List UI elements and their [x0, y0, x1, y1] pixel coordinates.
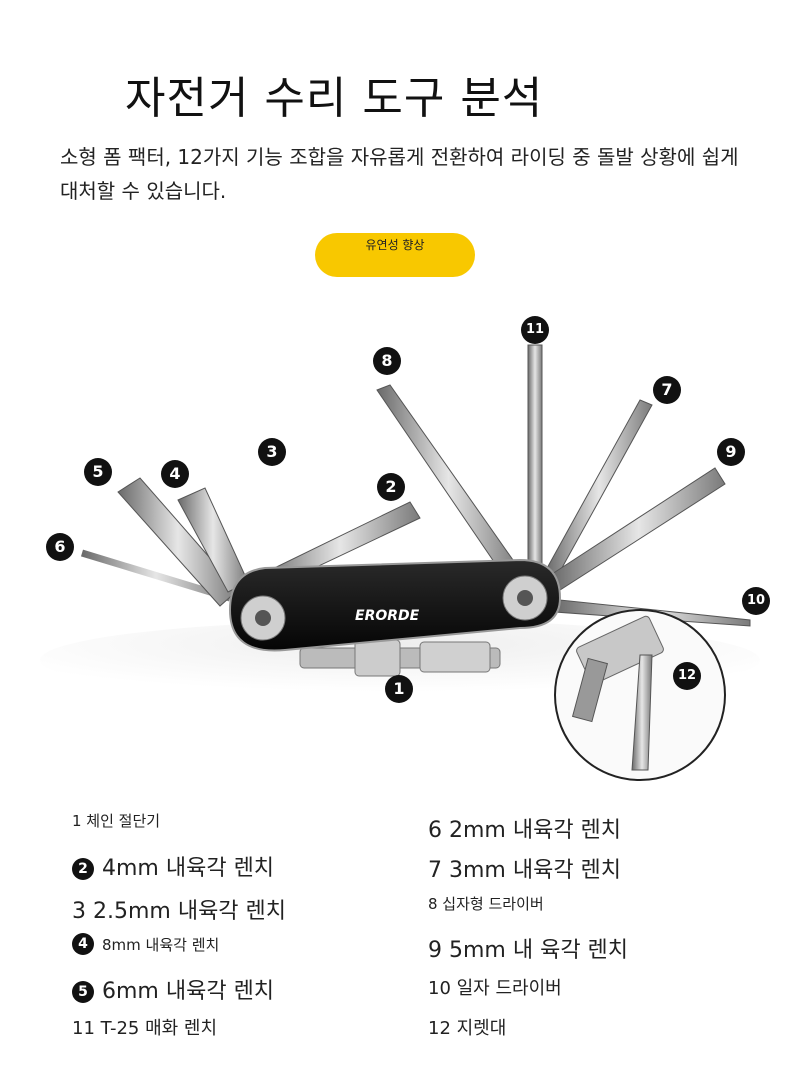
brand-label: ERORDE [355, 608, 420, 624]
legend-item-3: 3 2.5mm 내육각 렌치 [72, 899, 287, 924]
callout-5: 5 [84, 458, 112, 486]
tool-11 [527, 344, 543, 566]
legend-item-7: 7 3mm 내육각 렌치 [428, 858, 622, 883]
callout-4: 4 [161, 460, 189, 488]
legend-item-12: 12 지렛대 [428, 1018, 507, 1039]
legend-item-9: 9 5mm 내 육각 렌치 [428, 938, 629, 963]
page-title: 자전거 수리 도구 분석 [125, 73, 544, 124]
callout-10: 10 [742, 587, 770, 615]
zoom-detail [554, 609, 726, 781]
callout-6: 6 [46, 533, 74, 561]
callout-7: 7 [653, 376, 681, 404]
callout-2: 2 [377, 473, 405, 501]
tool-6 [80, 549, 232, 602]
chain-breaker [299, 639, 501, 677]
flexibility-badge: 유연성 향상 [315, 233, 475, 277]
legend-item-8: 8 십자형 드라이버 [428, 895, 544, 913]
callout-8: 8 [373, 347, 401, 375]
callout-12: 12 [673, 662, 701, 690]
callout-9: 9 [717, 438, 745, 466]
tool-body [228, 558, 562, 652]
legend-item-1: 1 체인 절단기 [72, 812, 161, 830]
legend-item-6: 6 2mm 내육각 렌치 [428, 818, 622, 843]
multitool-illustration: ERORDE [40, 344, 760, 781]
legend-item-11: 11 T-25 매화 렌치 [72, 1018, 218, 1039]
page-subtitle: 소형 폼 팩터, 12가지 기능 조합을 자유롭게 전환하여 라이딩 중 돌발 … [60, 145, 739, 203]
callout-1: 1 [385, 675, 413, 703]
callout-3: 3 [258, 438, 286, 466]
legend-item-10: 10 일자 드라이버 [428, 978, 562, 999]
callout-11: 11 [521, 316, 549, 344]
